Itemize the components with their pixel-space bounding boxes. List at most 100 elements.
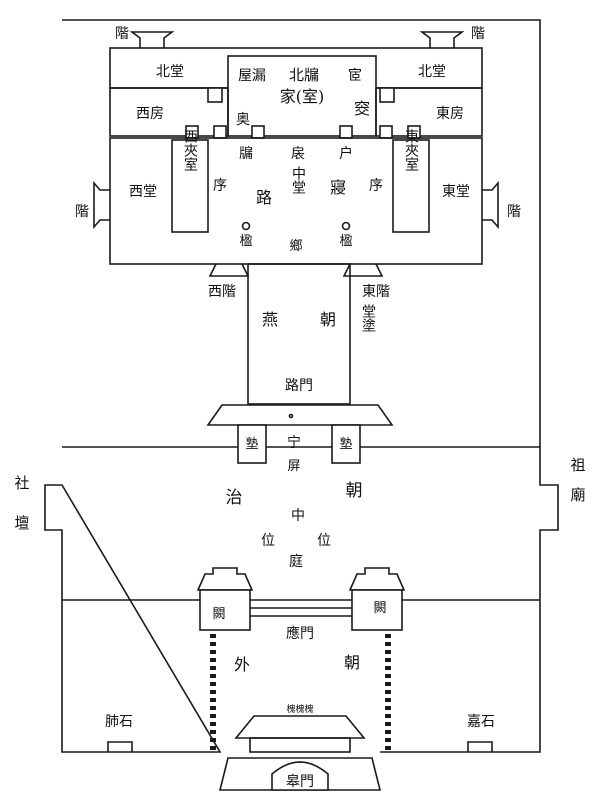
west-room-box: [109, 87, 229, 137]
tree-mark: [210, 706, 216, 710]
tree-mark: [210, 746, 216, 750]
wei-west-label: 位: [261, 533, 275, 549]
wei-east-label: 位: [317, 533, 331, 549]
tree-mark: [385, 730, 391, 734]
house-leak-label: 屋漏: [238, 68, 266, 84]
chao-inner-label: 朝: [320, 310, 336, 329]
tree-mark: [385, 634, 391, 638]
gao-gate-roof: [234, 715, 366, 739]
gate-dot: [288, 413, 294, 419]
qin-label: 寢: [330, 178, 346, 197]
hu-label: 户: [339, 145, 353, 162]
east-que-roof: [348, 567, 406, 591]
tree-mark: [385, 706, 391, 710]
stair-nw-notch: [129, 31, 175, 48]
outer-wall: [44, 19, 559, 753]
zu-label: 祖: [570, 456, 585, 474]
east-column-dot: [341, 221, 351, 231]
house-room-box: [227, 55, 377, 137]
west-shu-box: [237, 424, 267, 464]
miao-label: 廟: [570, 486, 585, 504]
east-stair-notch: [342, 263, 384, 277]
pillar-block: [207, 87, 223, 103]
que-west-label: 闕: [212, 607, 225, 622]
yan-label: 燕: [262, 310, 278, 329]
tree-mark: [210, 738, 216, 742]
ying-east-label: 楹: [339, 233, 352, 249]
east-que-box: [351, 589, 403, 631]
east-room-label: 東房: [436, 106, 464, 122]
wai-label: 外: [234, 655, 250, 674]
chao-outer-label: 朝: [344, 653, 360, 672]
stair-east-side: [482, 180, 499, 230]
east-shu-box: [331, 424, 361, 464]
west-room-label: 西房: [136, 106, 164, 122]
stair-east-side-label: 階: [507, 204, 521, 220]
west-xu-label: 序: [213, 178, 227, 194]
zhong-label: 中: [291, 508, 305, 524]
tree-mark: [210, 642, 216, 646]
stair-nw-label: 階: [115, 26, 129, 42]
east-side-room-label: 東夾室: [403, 129, 419, 171]
lu-gate-roof: [206, 404, 394, 426]
yong-label: 牖: [239, 146, 253, 162]
pillar-block: [213, 125, 227, 139]
tree-mark: [210, 722, 216, 726]
yi-label: 扆: [291, 146, 305, 162]
jia-shi-label: 嘉石: [467, 714, 495, 730]
tree-mark: [385, 650, 391, 654]
tree-mark: [385, 714, 391, 718]
ying-west-label: 楹: [239, 233, 252, 249]
tree-mark: [210, 698, 216, 702]
stair-ne-notch: [419, 31, 465, 48]
jia-stone: [467, 741, 493, 752]
ping-label: 屏: [287, 459, 300, 474]
tree-mark: [210, 690, 216, 694]
zhu-label: 宁: [287, 434, 301, 451]
gao-men-label: 皋門: [286, 774, 314, 790]
stair-ne-label: 階: [471, 26, 485, 42]
tree-mark: [210, 658, 216, 662]
corner-ne-room-label: 宧: [348, 67, 362, 84]
zhi-label: 治: [226, 488, 243, 508]
gao-gate-body: [249, 737, 351, 753]
shu-east-label: 塾: [339, 436, 352, 452]
tree-mark: [385, 746, 391, 750]
tree-mark: [210, 682, 216, 686]
fei-shi-label: 肺石: [105, 714, 133, 730]
huai-trees-label: 槐槐槐: [286, 703, 313, 715]
west-que-roof: [196, 567, 254, 591]
tree-mark: [385, 682, 391, 686]
west-column-dot: [241, 221, 251, 231]
stair-west-side-label: 階: [75, 204, 89, 220]
tree-mark: [385, 658, 391, 662]
east-stair-label: 東階: [362, 284, 390, 300]
west-hall-label: 西堂: [129, 184, 157, 200]
tree-mark: [210, 650, 216, 654]
house-room-label: 家(室): [280, 87, 325, 106]
corner-sw-room-label: 奥: [236, 111, 250, 128]
she-label: 社: [14, 474, 29, 492]
tree-mark: [210, 666, 216, 670]
west-stair-notch: [208, 263, 250, 277]
east-side-room-box: [392, 139, 430, 233]
que-east-label: 闕: [373, 601, 386, 616]
pillar-block: [251, 125, 265, 139]
east-room-box: [375, 87, 483, 137]
tree-mark: [210, 674, 216, 678]
lu-men-label: 路門: [285, 378, 313, 394]
tree-mark: [385, 674, 391, 678]
tang-tu-label: 堂塗: [360, 304, 376, 332]
tree-mark: [210, 730, 216, 734]
ting-label: 庭: [289, 553, 303, 570]
zhong-tang-label: 中堂: [290, 166, 306, 194]
lu-qin-label: 路: [256, 188, 272, 207]
north-hall-west-label: 北堂: [156, 64, 184, 80]
chao-middle-label: 朝: [346, 481, 363, 501]
ying-men-label: 應門: [286, 625, 314, 642]
east-hall-label: 東堂: [442, 184, 470, 200]
xiang-label: 鄉: [289, 238, 302, 254]
corner-se-room-label: 窔: [354, 99, 370, 118]
tree-mark: [385, 738, 391, 742]
tree-mark: [210, 634, 216, 638]
